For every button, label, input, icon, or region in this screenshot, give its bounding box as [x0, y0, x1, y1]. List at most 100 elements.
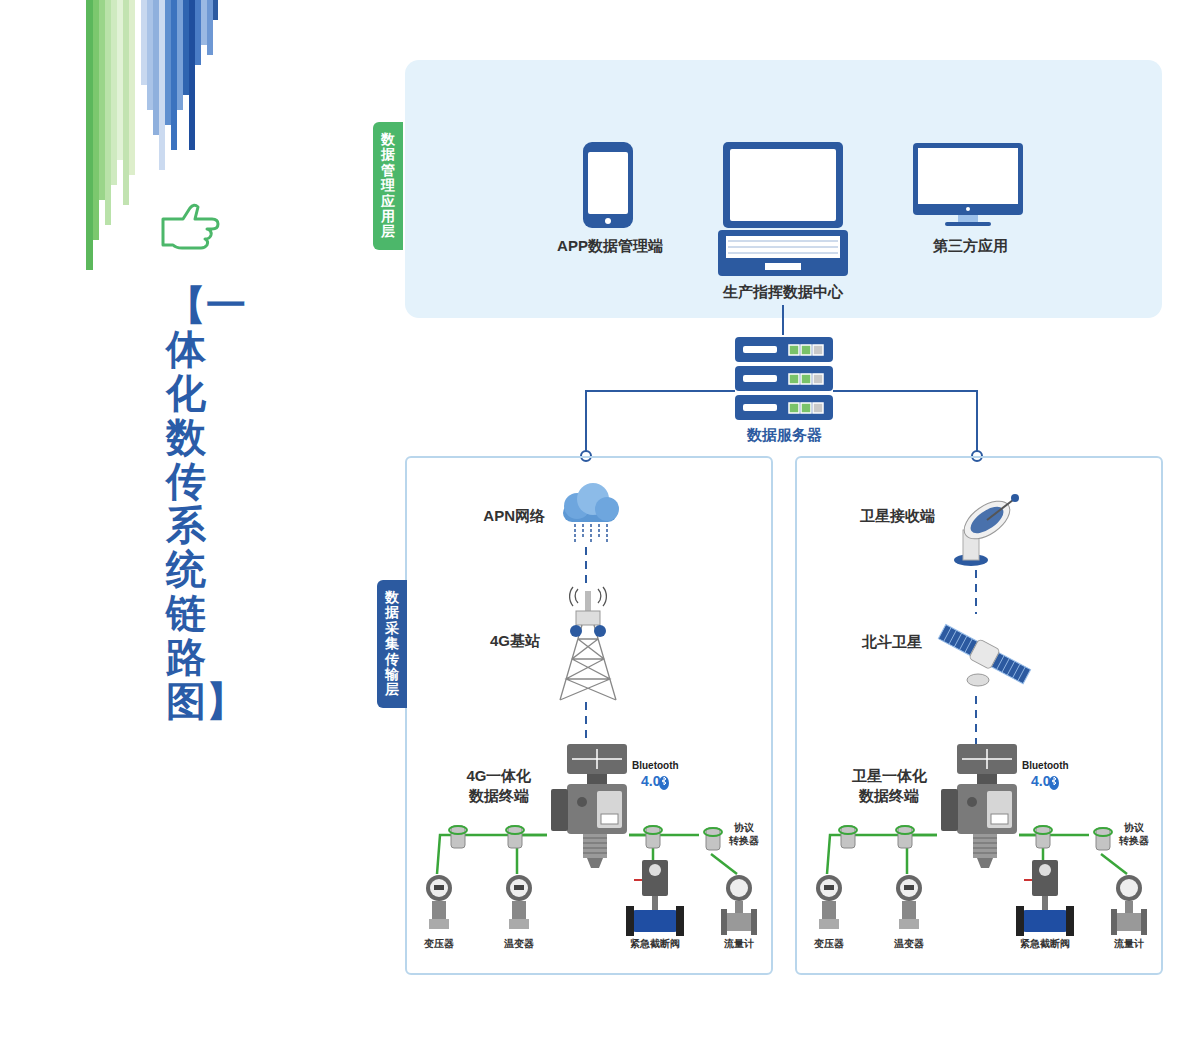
stem-thread — [583, 843, 607, 844]
meter-face — [730, 879, 748, 897]
hand-outline — [163, 205, 218, 248]
deco-bar — [105, 0, 111, 225]
terminal-window — [601, 814, 618, 824]
wireless-link — [975, 570, 977, 614]
solar-panel — [991, 653, 1030, 684]
cloud-stream — [590, 524, 592, 544]
key-row — [728, 253, 838, 254]
laptop-lid — [723, 142, 843, 228]
valve-body — [632, 910, 678, 932]
terminal-display — [567, 744, 627, 774]
head-icon — [1089, 824, 1117, 854]
gauge-head — [816, 875, 842, 901]
deco-bar — [213, 0, 218, 20]
bluetooth-label: Bluetooth — [632, 760, 679, 771]
tower-head — [576, 611, 600, 625]
node-label: 第三方应用 — [900, 236, 1040, 256]
diagram-title: 【一体化数传系统链路图】 — [166, 283, 206, 723]
tower-icon — [552, 587, 624, 702]
sensor-ring — [896, 826, 914, 834]
valve-body — [1022, 910, 1068, 932]
device-node: APP数据管理端 — [540, 142, 680, 260]
node-label: 北斗卫星 — [834, 632, 922, 652]
panel-cell — [1012, 664, 1020, 678]
device-node: 流量计 — [1099, 874, 1159, 954]
valve-flange — [1016, 906, 1024, 936]
display-grid — [962, 749, 1012, 769]
sensor-head — [898, 826, 912, 848]
terminal-window — [991, 814, 1008, 824]
deco-bar — [165, 0, 171, 125]
device-node: 卫星一体化 数据终端 — [937, 744, 1019, 869]
gauge-body — [512, 901, 526, 919]
panel-cell — [997, 656, 1005, 670]
sensor-ring — [506, 826, 524, 834]
bluetooth-mark — [659, 776, 669, 790]
deco-bar — [183, 0, 189, 95]
valve-rod — [1042, 896, 1048, 910]
gauge-body — [432, 901, 446, 919]
sensor-ring — [704, 828, 722, 836]
node-label: 变压器 — [799, 937, 859, 950]
monitor-foot — [945, 222, 991, 226]
deco-bar — [147, 0, 153, 110]
phone-button — [605, 218, 611, 224]
server-unit — [735, 366, 833, 391]
layer-tab: 数据管理应用层 — [373, 122, 403, 250]
cloud-stream — [574, 524, 576, 544]
server-slot — [743, 346, 777, 353]
satellite — [937, 622, 1032, 686]
terminal-icon — [937, 744, 1019, 869]
terminal-panel — [987, 791, 1012, 828]
valve-actuator — [1032, 860, 1058, 896]
cloud-stream — [598, 524, 600, 539]
bluetooth-label: 4.0 — [641, 773, 660, 789]
server-led — [801, 345, 811, 355]
bluetooth-mark — [1049, 776, 1059, 790]
node-label: 温变器 — [879, 937, 939, 950]
tower-lattice — [560, 625, 616, 700]
deco-bar — [159, 0, 165, 170]
sensor-head — [1096, 828, 1110, 850]
sat-body — [969, 639, 1001, 670]
deco-bar — [171, 0, 177, 150]
server-led — [789, 403, 799, 413]
stem-thread — [973, 848, 997, 849]
deco-bar — [201, 0, 207, 45]
gauge-body — [902, 901, 916, 919]
sensor-head — [646, 826, 660, 848]
bus-wire — [1101, 854, 1127, 874]
device-node: 温变器 — [879, 874, 939, 954]
wireless-link — [585, 547, 587, 587]
node-label: 协议 转换器 — [724, 821, 764, 847]
deco-bar — [86, 0, 93, 270]
tower-mast — [585, 591, 591, 613]
gauge-head — [896, 875, 922, 901]
valve-actuator — [642, 860, 668, 896]
valve-flange — [1066, 906, 1074, 936]
dish-feedhorn — [1011, 494, 1019, 502]
sensor-head — [506, 826, 524, 848]
sensor-ring — [839, 826, 857, 834]
dish-bowl — [958, 494, 1017, 547]
node-label: 协议 转换器 — [1114, 821, 1154, 847]
head-icon — [699, 824, 727, 854]
deco-bar — [153, 0, 159, 135]
device-node: 卫星接收端 — [947, 490, 1027, 570]
valve-wire — [1024, 879, 1032, 881]
server-slot — [743, 404, 777, 411]
deco-bar — [189, 0, 195, 150]
sensor-ring — [644, 826, 662, 834]
gauge-display — [824, 885, 834, 890]
server-led — [789, 374, 799, 384]
gauge-head — [506, 875, 532, 901]
sensor-head — [706, 828, 720, 850]
terminal-display — [957, 744, 1017, 774]
bus-wire — [711, 854, 737, 874]
device-node: 协议 转换器 — [699, 824, 727, 854]
terminal-neck — [587, 774, 607, 784]
server-led — [813, 345, 823, 355]
deco-bar — [93, 0, 99, 240]
node-label: 变压器 — [409, 937, 469, 950]
server-unit — [735, 337, 833, 362]
